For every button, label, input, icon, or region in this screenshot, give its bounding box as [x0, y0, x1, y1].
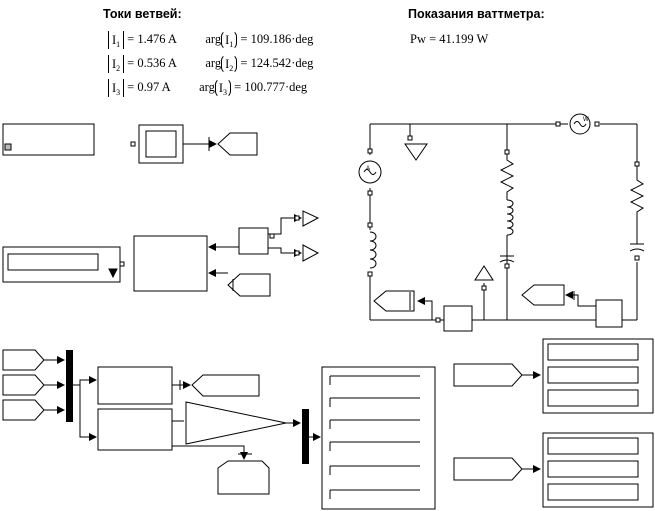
goto-tag-5[interactable]: [217, 460, 270, 495]
gain-large[interactable]: [185, 401, 287, 445]
from-block-3[interactable]: [2, 399, 45, 421]
gain-2[interactable]: [302, 244, 320, 262]
scope-block[interactable]: [130, 124, 184, 164]
wattmeter-reading: Pw = 41.199 W: [410, 32, 489, 46]
current-2-angle: = 124.542·deg: [240, 55, 314, 70]
capacitor-2[interactable]: [629, 225, 645, 261]
wattmeter-sensor[interactable]: [555, 113, 600, 135]
inductor-2[interactable]: [506, 199, 514, 236]
goto-tag[interactable]: [217, 132, 258, 156]
meter-block-2[interactable]: [595, 299, 623, 328]
meter-block-1[interactable]: [435, 305, 473, 332]
goto-tag-3[interactable]: [521, 284, 565, 306]
wattmeter-symbol-label: W: [583, 117, 589, 123]
display-block[interactable]: [2, 246, 121, 283]
ground-symbol: [404, 135, 428, 161]
from-block-1[interactable]: [2, 349, 45, 371]
current-3-magnitude: = 0.97 A: [127, 79, 170, 94]
gain-1[interactable]: [302, 210, 320, 227]
from-block-4[interactable]: [453, 363, 523, 387]
goto-tag-4[interactable]: [191, 374, 260, 397]
branch-currents-title: Токи ветвей:: [103, 7, 182, 21]
mux-bus-2[interactable]: [302, 409, 309, 464]
demux-block[interactable]: [238, 227, 269, 255]
resistor-2[interactable]: [629, 161, 645, 225]
display-panel-1[interactable]: [321, 366, 436, 510]
capacitor-1[interactable]: [499, 235, 515, 269]
from-tag[interactable]: [227, 273, 271, 297]
subsystem-block[interactable]: [133, 235, 208, 292]
current-1-angle: = 109.186·deg: [240, 31, 314, 46]
inductor-1[interactable]: [367, 222, 377, 277]
resistor-1[interactable]: [499, 149, 515, 200]
display-panel-3[interactable]: [542, 432, 654, 508]
from-block-2[interactable]: [2, 374, 45, 396]
ammeter-sensor[interactable]: [474, 265, 494, 291]
wattmeter-title: Показания ваттметра:: [408, 7, 545, 21]
current-3-angle: = 100.777·deg: [234, 79, 308, 94]
subsystem-lower[interactable]: [97, 408, 173, 451]
from-block-5[interactable]: [453, 457, 523, 481]
subsystem-upper[interactable]: [97, 366, 173, 405]
display-panel-2[interactable]: [542, 338, 654, 414]
current-1-magnitude: = 1.476 A: [127, 31, 177, 46]
current-2-magnitude: = 0.536 A: [127, 55, 177, 70]
voltage-source[interactable]: [358, 148, 382, 196]
goto-tag-2[interactable]: [373, 290, 415, 312]
mux-bus-1[interactable]: [66, 350, 73, 422]
source-block[interactable]: [2, 123, 95, 156]
ammeter-symbol-label: A: [366, 166, 370, 172]
